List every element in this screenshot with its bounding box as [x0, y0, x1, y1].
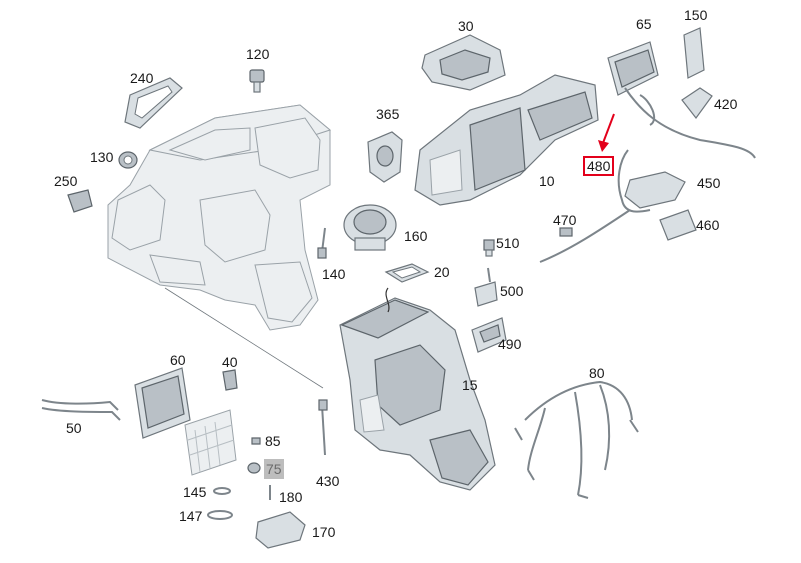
part-450-control-unit	[624, 171, 686, 209]
label-15[interactable]: 15	[462, 377, 478, 393]
part-80-wiring-harness	[514, 380, 639, 499]
hvac-assembly-ghost	[107, 104, 332, 331]
label-20[interactable]: 20	[434, 264, 450, 280]
label-490[interactable]: 490	[498, 336, 522, 352]
label-30[interactable]: 30	[458, 18, 474, 34]
label-240[interactable]: 240	[130, 70, 154, 86]
part-510-sensor	[483, 239, 495, 257]
label-60[interactable]: 60	[170, 352, 186, 368]
label-147[interactable]: 147	[179, 508, 203, 524]
label-450[interactable]: 450	[697, 175, 721, 191]
label-170[interactable]: 170	[312, 524, 336, 540]
part-170-actuator	[255, 511, 306, 549]
label-40[interactable]: 40	[222, 354, 238, 370]
part-15-lower-housing	[339, 297, 496, 491]
part-140-sensor	[317, 227, 327, 259]
label-80[interactable]: 80	[589, 365, 605, 381]
part-240-seal-frame	[124, 77, 183, 129]
part-470-clip	[559, 227, 573, 237]
arrow-icon	[385, 287, 390, 313]
part-480-harness-branch	[639, 94, 656, 126]
label-145[interactable]: 145	[183, 484, 207, 500]
part-50-pipes	[41, 399, 121, 421]
part-147-seal-ring	[207, 510, 233, 520]
pointer-arrow-icon	[598, 113, 615, 152]
label-75-greyed[interactable]: 75	[264, 459, 284, 479]
label-85[interactable]: 85	[265, 433, 281, 449]
part-160-blower-motor	[343, 204, 397, 251]
label-10[interactable]: 10	[539, 173, 555, 189]
label-510[interactable]: 510	[496, 235, 520, 251]
label-50[interactable]: 50	[66, 420, 82, 436]
label-180[interactable]: 180	[279, 489, 303, 505]
part-490-module	[471, 317, 507, 353]
part-420-module	[681, 87, 713, 119]
label-65[interactable]: 65	[636, 16, 652, 32]
part-480-harness-upper	[624, 87, 756, 159]
part-85-screw	[251, 437, 261, 445]
label-430[interactable]: 430	[316, 473, 340, 489]
part-60-heater-core	[134, 367, 191, 439]
leader-line	[164, 287, 324, 389]
label-480-highlighted[interactable]: 480	[583, 156, 615, 176]
label-150[interactable]: 150	[684, 7, 708, 23]
label-365[interactable]: 365	[376, 106, 400, 122]
label-460[interactable]: 460	[696, 217, 720, 233]
part-480-harness-lower	[617, 149, 651, 213]
part-30-upper-housing	[421, 34, 506, 91]
part-460-module	[659, 209, 697, 241]
part-500-actuator	[474, 267, 498, 307]
part-250-bracket	[67, 189, 93, 213]
label-130[interactable]: 130	[90, 149, 114, 165]
part-10-housing	[414, 74, 599, 206]
label-420[interactable]: 420	[714, 96, 738, 112]
part-20-seal	[384, 263, 430, 283]
part-365-cover	[367, 131, 403, 183]
part-150-filter-insert	[683, 27, 705, 79]
part-145-seal-ring	[213, 487, 231, 495]
part-120-sensor	[249, 69, 265, 93]
part-470-line	[539, 209, 631, 263]
part-40-connector	[222, 369, 238, 391]
label-250[interactable]: 250	[54, 173, 78, 189]
part-65-filter	[607, 41, 659, 96]
label-120[interactable]: 120	[246, 46, 270, 62]
label-160[interactable]: 160	[404, 228, 428, 244]
label-140[interactable]: 140	[322, 266, 346, 282]
part-130-ring	[118, 151, 138, 169]
part-75-grommet	[247, 462, 261, 474]
part-430-drain-tube	[318, 399, 328, 456]
label-470[interactable]: 470	[553, 212, 577, 228]
part-filter-panel	[184, 409, 237, 476]
label-500[interactable]: 500	[500, 283, 524, 299]
